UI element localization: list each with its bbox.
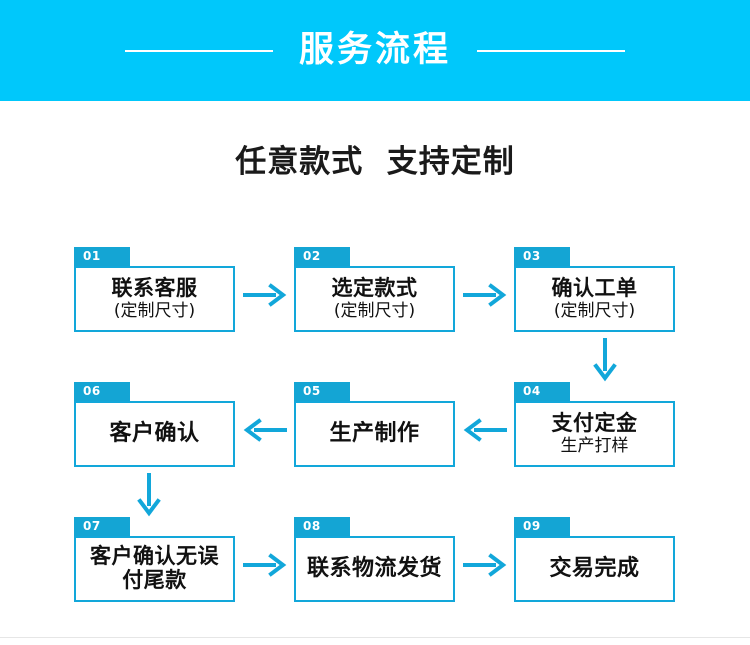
flow-node-06-number: 06 <box>74 382 130 401</box>
bottom-divider <box>0 637 750 638</box>
flow-node-04-body: 支付定金 生产打样 <box>514 401 675 467</box>
flow-node-01-number: 01 <box>74 247 130 266</box>
flow-node-03-subtitle: (定制尺寸) <box>553 300 636 321</box>
arrow-right-icon-01-to-02 <box>243 283 287 307</box>
flow-node-08-body: 联系物流发货 <box>294 536 455 602</box>
page-title: 服务流程 <box>298 30 451 70</box>
flow-node-02-body: 选定款式 (定制尺寸) <box>294 266 455 332</box>
flow-node-02-title: 选定款式 <box>331 275 418 300</box>
flow-node-06-title: 客户确认 <box>109 421 200 447</box>
header-rule-right <box>477 49 625 52</box>
flow-node-05-title: 生产制作 <box>329 421 420 447</box>
flow-node-07-title: 客户确认无误付尾款 <box>90 544 219 592</box>
flow-node-04-number: 04 <box>514 382 570 401</box>
flow-node-07-number: 07 <box>74 517 130 536</box>
arrow-left-icon-05-to-06 <box>243 418 287 442</box>
arrow-left-icon-04-to-05 <box>463 418 507 442</box>
flow-node-09-title: 交易完成 <box>549 556 640 582</box>
flow-node-09-number: 09 <box>514 517 570 536</box>
arrow-right-icon-07-to-08 <box>243 553 287 577</box>
flow-node-06-body: 客户确认 <box>74 401 235 467</box>
flow-node-03-body: 确认工单 (定制尺寸) <box>514 266 675 332</box>
flow-node-02-number: 02 <box>294 247 350 266</box>
header-rule-left <box>124 49 273 52</box>
arrow-down-icon-03-to-04 <box>593 338 617 382</box>
flow-node-01-subtitle: (定制尺寸) <box>113 300 196 321</box>
flow-node-01-body: 联系客服 (定制尺寸) <box>74 266 235 332</box>
flow-node-03-title: 确认工单 <box>551 275 638 300</box>
flow-node-03-number: 03 <box>514 247 570 266</box>
arrow-right-icon-02-to-03 <box>463 283 507 307</box>
flow-node-05-number: 05 <box>294 382 350 401</box>
flow-node-05-body: 生产制作 <box>294 401 455 467</box>
arrow-right-icon-08-to-09 <box>463 553 507 577</box>
flow-node-04-title: 支付定金 <box>551 410 638 435</box>
flow-node-07-body: 客户确认无误付尾款 <box>74 536 235 602</box>
flow-node-02-subtitle: (定制尺寸) <box>333 300 416 321</box>
flow-node-08-number: 08 <box>294 517 350 536</box>
flow-node-09-body: 交易完成 <box>514 536 675 602</box>
section-subtitle: 任意款式 支持定制 <box>235 144 515 180</box>
arrow-down-icon-06-to-07 <box>137 473 161 517</box>
page-header-banner: 服务流程 <box>0 0 750 101</box>
flow-node-01-title: 联系客服 <box>111 275 198 300</box>
flow-node-04-subtitle: 生产打样 <box>560 435 629 456</box>
flow-node-08-title: 联系物流发货 <box>306 556 442 582</box>
